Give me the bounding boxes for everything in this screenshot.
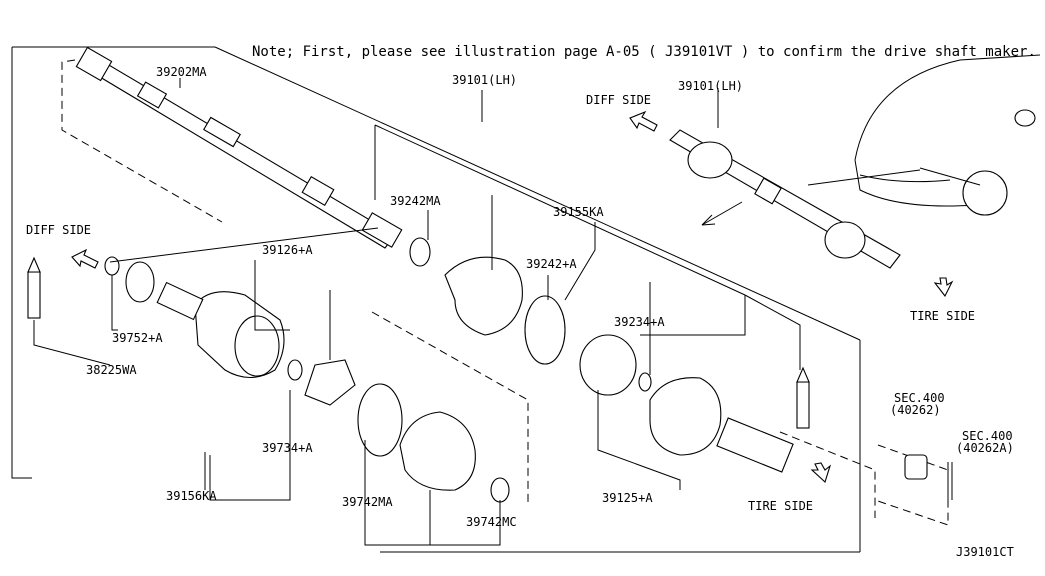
dashed-sub-frames <box>61 59 949 526</box>
joint-housings <box>156 281 794 473</box>
drive-shaft-bar <box>75 46 403 249</box>
label-39752A: 39752+A <box>112 331 163 345</box>
label-39242MA: 39242MA <box>390 194 441 208</box>
note-text: Note; First, please see illustration pag… <box>252 44 1036 60</box>
grease-tubes <box>27 256 810 429</box>
sec400-parts <box>904 454 953 500</box>
label-39234A: 39234+A <box>614 315 665 329</box>
label-sec400-a: SEC.400 <box>894 391 945 405</box>
main-assembly-frame <box>11 46 861 553</box>
band-clips <box>104 237 652 503</box>
label-39101-lh-inset: 39101(LH) <box>678 79 743 93</box>
tire-side-bottom-label: TIRE SIDE <box>748 499 813 513</box>
direction-arrows <box>71 110 954 483</box>
boot-parts <box>399 256 722 491</box>
label-39202MA: 39202MA <box>156 65 207 79</box>
label-39156KA: 39156KA <box>166 489 217 503</box>
label-38225WA: 38225WA <box>86 363 137 377</box>
label-39742MA: 39742MA <box>342 495 393 509</box>
diff-side-inset-label: DIFF SIDE <box>586 93 651 107</box>
label-39125A: 39125+A <box>602 491 653 505</box>
label-39126A: 39126+A <box>262 243 313 257</box>
tire-side-inset-label: TIRE SIDE <box>910 309 975 323</box>
label-sec400-b-num: (40262A) <box>956 441 1014 455</box>
label-39155KA: 39155KA <box>553 205 604 219</box>
diff-side-left-label: DIFF SIDE <box>26 223 91 237</box>
inset-vehicle-view <box>669 54 1041 269</box>
label-sec400-a-num: (40262) <box>890 403 941 417</box>
label-39101-lh-main: 39101(LH) <box>452 73 517 87</box>
label-39742MC: 39742MC <box>466 515 517 529</box>
label-39734A: 39734+A <box>262 441 313 455</box>
label-39242A: 39242+A <box>526 257 577 271</box>
diagram-code: J39101CT <box>956 545 1014 559</box>
label-sec400-b: SEC.400 <box>962 429 1013 443</box>
leader-lines <box>33 78 921 546</box>
text-labels: Note; First, please see illustration pag… <box>26 44 1036 559</box>
